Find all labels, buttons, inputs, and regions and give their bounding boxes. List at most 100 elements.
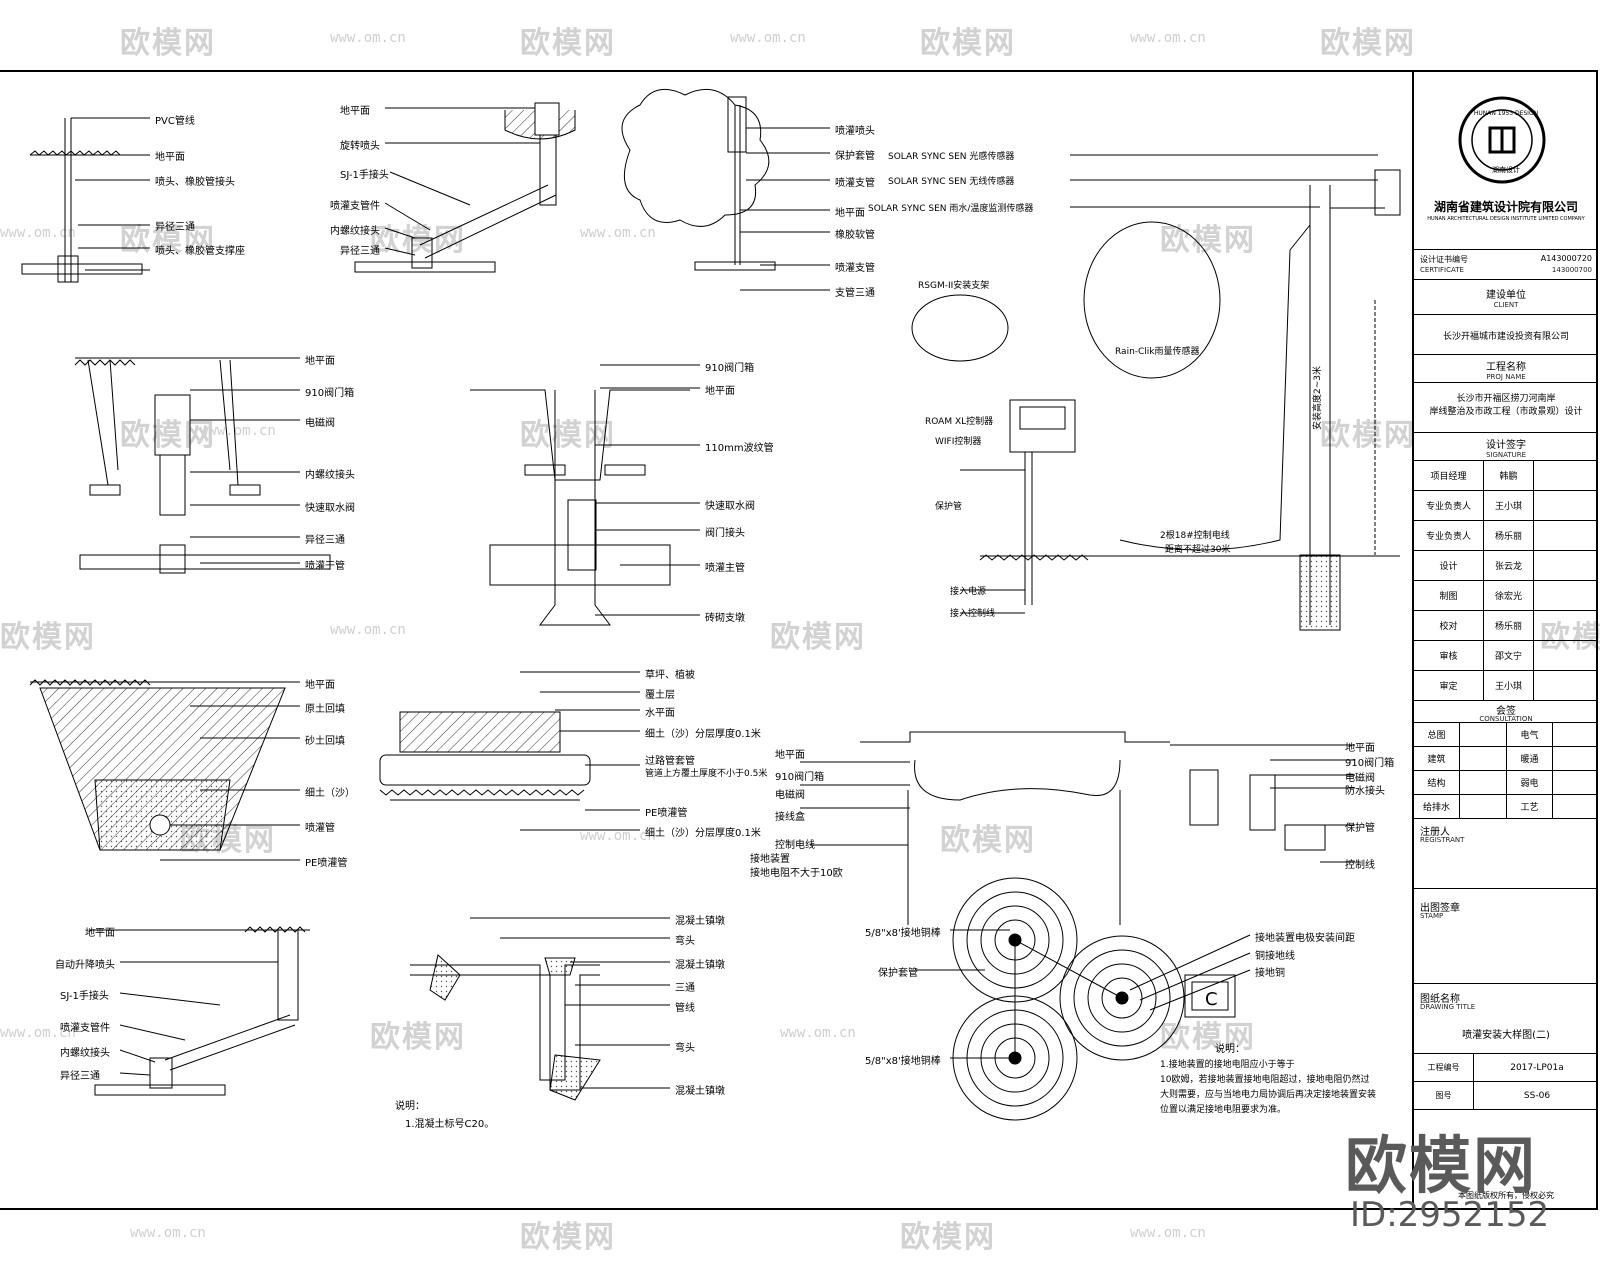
title-block-footer: 本图纸版权所有，侵权必究 — [1458, 1191, 1554, 1200]
signature-label-en: SIGNATURE — [1485, 451, 1527, 459]
title-block: HUNAN 1953 DESIGN 湖南设计 湖南省建筑设计院有限公司 HUNA… — [1412, 70, 1598, 1210]
signature-name: 杨乐丽 — [1484, 611, 1534, 640]
company-name: 湖南省建筑设计院有限公司 — [1433, 200, 1578, 214]
d3-label: 喷灌喷头 — [835, 126, 875, 137]
project-no: 2017-LP01a — [1510, 1062, 1564, 1073]
watermark-brand: 欧模网 — [900, 1220, 996, 1255]
signature-role: 校对 — [1414, 611, 1484, 640]
d3-label: 地平面 — [835, 208, 865, 219]
d8-label: 水平面 — [645, 708, 675, 719]
d7-label: 原土回填 — [305, 704, 345, 715]
signature-row: 审核邵文宁 — [1414, 641, 1598, 671]
d9-label: 电磁阀 — [1345, 773, 1375, 784]
registrant-row: 注册人 REGISTRANT — [1414, 819, 1598, 889]
signature-name: 邵文宁 — [1484, 641, 1534, 670]
consult-discipline: 暖通 — [1507, 747, 1553, 770]
d9-label: 接线盒 — [775, 812, 805, 823]
d6-label: 安装高度2~3米 — [1313, 366, 1323, 430]
d4-label: 内螺纹接头 — [305, 470, 355, 481]
signature-row: 制图徐宏光 — [1414, 581, 1598, 611]
d6-label: SOLAR SYNC SEN 无线传感器 — [888, 177, 1015, 187]
watermark-url: www.om.cn — [780, 1025, 856, 1041]
d8-label: 管道上方覆土厚度不小于0.5米 — [645, 769, 768, 779]
d1-label: 喷头、橡胶管接头 — [155, 177, 235, 188]
drawing-title-label-en: DRAWING TITLE — [1420, 1003, 1476, 1011]
stamp-label: 出图签章 — [1420, 903, 1460, 914]
certificate-row: 设计证书编号 A143000720 CERTIFICATE 143000700 — [1414, 250, 1598, 280]
company-name-en: HUNAN ARCHITECTURAL DESIGN INSTITUTE LIM… — [1427, 216, 1585, 222]
d6-label: WIFI控制器 — [935, 437, 982, 447]
consult-discipline: 结构 — [1414, 771, 1460, 794]
signature-box — [1534, 581, 1600, 610]
consult-label: 会签 — [1496, 706, 1516, 717]
watermark-brand: 欧模网 — [370, 223, 466, 258]
consult-discipline: 电气 — [1507, 723, 1553, 746]
signature-name: 韩鹏 — [1484, 461, 1534, 490]
client-header: 建设单位 CLIENT — [1414, 280, 1598, 315]
signature-box — [1534, 671, 1600, 700]
d11-label: 三通 — [675, 983, 695, 994]
drawing-title: 喷灌安装大样图(二) — [1462, 1030, 1550, 1041]
consult-row: 总图电气 — [1414, 723, 1598, 747]
d6-label: 2根18#控制电线 — [1160, 531, 1230, 541]
registrant-label-en: REGISTRANT — [1420, 836, 1465, 844]
project-no-row: 工程编号 2017-LP01a — [1414, 1054, 1598, 1082]
d12-label: 保护套管 — [878, 968, 918, 979]
d9-label: 910阀门箱 — [1345, 758, 1395, 769]
d6-label: 距离不超过30米 — [1165, 545, 1231, 555]
consult-row: 给排水工艺 — [1414, 795, 1598, 819]
signature-box — [1534, 641, 1600, 670]
watermark-brand: 欧模网 — [520, 418, 616, 453]
d12-note-title: 说明： — [1215, 1044, 1245, 1055]
signature-box — [1534, 551, 1600, 580]
consult-sign — [1460, 771, 1507, 794]
d7-label: 细土（沙） — [305, 788, 355, 799]
d6-label: 接入电源 — [950, 587, 987, 597]
project-row: 长沙市开福区捞刀河南岸 岸线整治及市政工程（市政景观）设计 — [1414, 383, 1598, 433]
watermark-url: www.om.cn — [0, 225, 76, 241]
cert-label-en: CERTIFICATE — [1420, 266, 1464, 274]
junction-box-label: C — [1205, 989, 1218, 1010]
d11-label: 弯头 — [675, 936, 695, 947]
consult-discipline: 建筑 — [1414, 747, 1460, 770]
d2-label: SJ-1手接头 — [340, 170, 389, 181]
client-label: 建设单位 — [1486, 290, 1526, 301]
d6-label: SOLAR SYNC SEN 光感传感器 — [888, 152, 1015, 162]
signature-box — [1534, 521, 1600, 550]
signature-row: 项目经理韩鹏 — [1414, 461, 1598, 491]
drawing-title-label: 图纸名称 — [1420, 994, 1460, 1005]
project-no-label: 工程编号 — [1414, 1054, 1474, 1081]
d12-label: 5/8"x8'接地铜棒 — [865, 928, 941, 939]
d6-label: 保护管 — [935, 502, 963, 512]
d5-label: 阀门接头 — [705, 528, 745, 539]
d11-note-title: 说明： — [395, 1101, 425, 1112]
d4-label: 喷灌干管 — [305, 561, 345, 572]
d8-label: PE喷灌管 — [645, 808, 688, 819]
logo-text: HUNAN 1953 DESIGN — [1473, 110, 1539, 117]
stamp-row: 出图签章 STAMP — [1414, 889, 1598, 984]
company-header: HUNAN 1953 DESIGN 湖南设计 湖南省建筑设计院有限公司 HUNA… — [1414, 70, 1598, 250]
consult-sign — [1553, 747, 1600, 770]
sheet-no-row: 图号 SS-06 — [1414, 1082, 1598, 1110]
d4-label: 异径三通 — [305, 535, 345, 546]
signature-row: 审定王小琪 — [1414, 671, 1598, 701]
watermark-brand: 欧模网 — [1160, 1020, 1256, 1055]
cert-no2: 143000700 — [1551, 266, 1592, 274]
project-label: 工程名称 — [1486, 362, 1526, 373]
watermark-url: www.om.cn — [330, 622, 406, 638]
d12-label: 接地装置电极安装间距 — [1255, 933, 1355, 944]
signature-role: 审核 — [1414, 641, 1484, 670]
watermark-brand: 欧模网 — [120, 223, 216, 258]
d6-label: ROAM XL控制器 — [925, 417, 994, 427]
d7-label: PE喷灌管 — [305, 858, 348, 869]
d6-label: 接入控制线 — [950, 609, 996, 619]
d9-label: 保护管 — [1345, 823, 1375, 834]
d3-label: 橡胶软管 — [835, 230, 875, 241]
d3-label: 喷灌支管 — [835, 263, 875, 274]
d2-label: 喷灌支管件 — [330, 201, 380, 212]
consult-row: 结构弱电 — [1414, 771, 1598, 795]
watermark-brand: 欧模网 — [520, 1220, 616, 1255]
cert-label: 设计证书编号 — [1420, 255, 1468, 264]
watermark-brand: 欧模网 — [920, 26, 1016, 61]
signature-row: 设计张云龙 — [1414, 551, 1598, 581]
